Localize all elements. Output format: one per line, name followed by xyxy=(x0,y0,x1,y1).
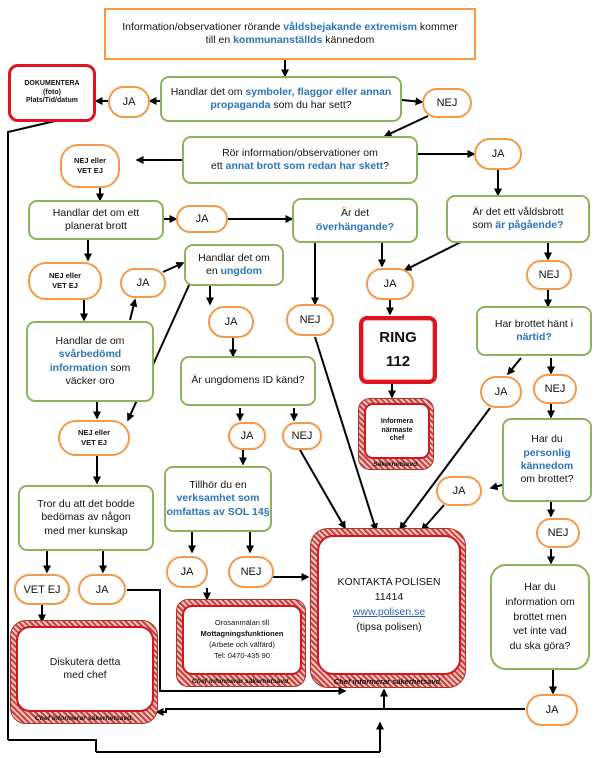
edge-symboler-to-nej xyxy=(401,97,424,106)
edge-nej-to-annatbrott xyxy=(383,115,429,137)
q-svarbedomd: Handlar de om svårbedömd information som… xyxy=(26,321,154,402)
edge-dokumentera-line xyxy=(7,120,56,740)
edge-valdsbrott-to-ja xyxy=(403,239,466,271)
ja-overhangande: JA xyxy=(366,268,414,300)
nej-overhangande: NEJ xyxy=(286,304,334,336)
q-id-kand: Är ungdomens ID känd? xyxy=(180,356,316,406)
edge-nartid-to-ja xyxy=(507,357,522,376)
q-personlig: Har du personlig kännedom om brottet? xyxy=(502,418,592,502)
nej-personlig: NEJ xyxy=(536,518,580,548)
dokumentera-box: DOKUMENTERA (foto) Plats/Tid/datum xyxy=(8,64,96,122)
ja-planerat: JA xyxy=(176,205,228,233)
q-verksamhet: Tillhör du en verksamhet som omfattas av… xyxy=(164,466,272,532)
edge-ja-to-kontakta3 xyxy=(421,504,445,532)
q-vet-inte: Har du information om brottet men vet in… xyxy=(490,564,590,670)
nej-nartid: NEJ xyxy=(533,374,577,404)
nej-verksamhet: NEJ xyxy=(228,556,274,588)
edge-ja-to-diskutera xyxy=(155,708,525,716)
ja-svarbedomd: JA xyxy=(120,268,166,298)
edge-ja-to-kontakta6 xyxy=(380,688,525,710)
edge-svarbedomd-to-ja xyxy=(129,298,138,321)
ja-annat-brott: JA xyxy=(474,138,522,170)
ja-personlig: JA xyxy=(436,476,482,506)
polisen-link[interactable]: www.polisen.se xyxy=(352,606,426,618)
vet-ej-bedomas: VET EJ xyxy=(14,574,70,605)
ja-vet-inte: JA xyxy=(526,694,578,726)
ja-nartid: JA xyxy=(480,376,522,408)
edge-ja-to-kontakta xyxy=(399,407,491,531)
ja-bedomas: JA xyxy=(78,574,126,605)
edge-nej-to-kontakta2 xyxy=(299,449,346,530)
ja-verksamhet: JA xyxy=(166,556,208,588)
orosanmalan-box: Orosanmälan till Mottagningsfunktionen (… xyxy=(176,599,306,687)
kontakta-polisen-box: KONTAKTA POLISEN 11414 www.polisen.se (t… xyxy=(310,528,466,688)
ja-id-kand: JA xyxy=(228,422,266,450)
edge-ja-to-kontakta5 xyxy=(127,589,347,695)
edge-ja-to-ungdom xyxy=(162,262,185,273)
q-bedomas: Tror du att det bodde bedömas av någon m… xyxy=(18,485,154,551)
nej-valdsbrott: NEJ xyxy=(526,260,572,290)
ja-ungdom: JA xyxy=(208,306,254,338)
q-annat-brott: Rör information/observationer om ett ann… xyxy=(182,136,418,184)
edge-nej-to-kontakta xyxy=(314,336,378,532)
nej-symboler: NEJ xyxy=(422,88,472,118)
nej-id-kand: NEJ xyxy=(282,422,322,450)
q-symboler: Handlar det om symboler, flaggor eller a… xyxy=(160,76,402,122)
start-info-box: Information/observationer rörande våldsb… xyxy=(104,8,476,60)
edge-dokumentera-bottom xyxy=(8,739,97,752)
ja-dokumentera: JA xyxy=(108,86,150,118)
